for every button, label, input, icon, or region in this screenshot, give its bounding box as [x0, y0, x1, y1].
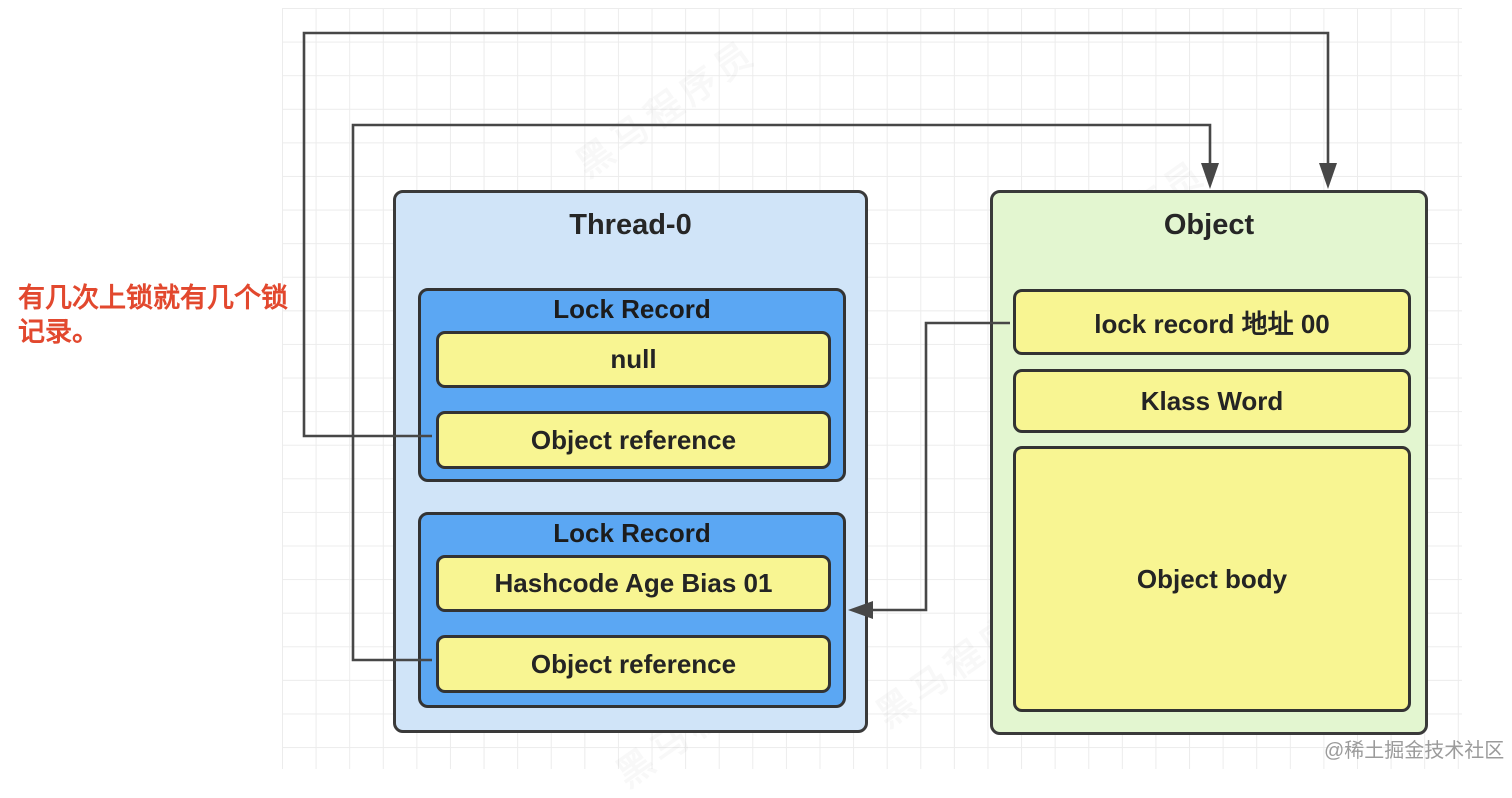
- lock-record-2-slot-object-reference: Object reference: [436, 635, 831, 693]
- object-field-klass-word: Klass Word: [1013, 369, 1411, 433]
- object-box: Object lock record 地址 00 Klass Word Obje…: [990, 190, 1428, 735]
- object-title: Object: [1163, 209, 1255, 241]
- lock-record-1-slot-object-reference: Object reference: [436, 411, 831, 469]
- lock-record-2-slot-markword: Hashcode Age Bias 01: [436, 555, 831, 612]
- lock-record-1-title: Lock Record: [553, 294, 711, 324]
- annotation-text: 有几次上锁就有几个锁记录。: [18, 283, 288, 347]
- object-field-object-body: Object body: [1013, 446, 1411, 712]
- thread-0-box: Thread-0 Lock Record null Object referen…: [393, 190, 868, 733]
- lock-record-2-title: Lock Record: [553, 518, 711, 548]
- credit-watermark: @稀土掘金技术社区: [1324, 740, 1505, 762]
- thread-0-title: Thread-0: [569, 209, 692, 241]
- lock-record-2: Lock Record Hashcode Age Bias 01 Object …: [418, 512, 846, 708]
- lock-record-1-slot-null: null: [436, 331, 831, 388]
- lock-record-1: Lock Record null Object reference: [418, 288, 846, 482]
- object-field-lock-record-address: lock record 地址 00: [1013, 289, 1411, 355]
